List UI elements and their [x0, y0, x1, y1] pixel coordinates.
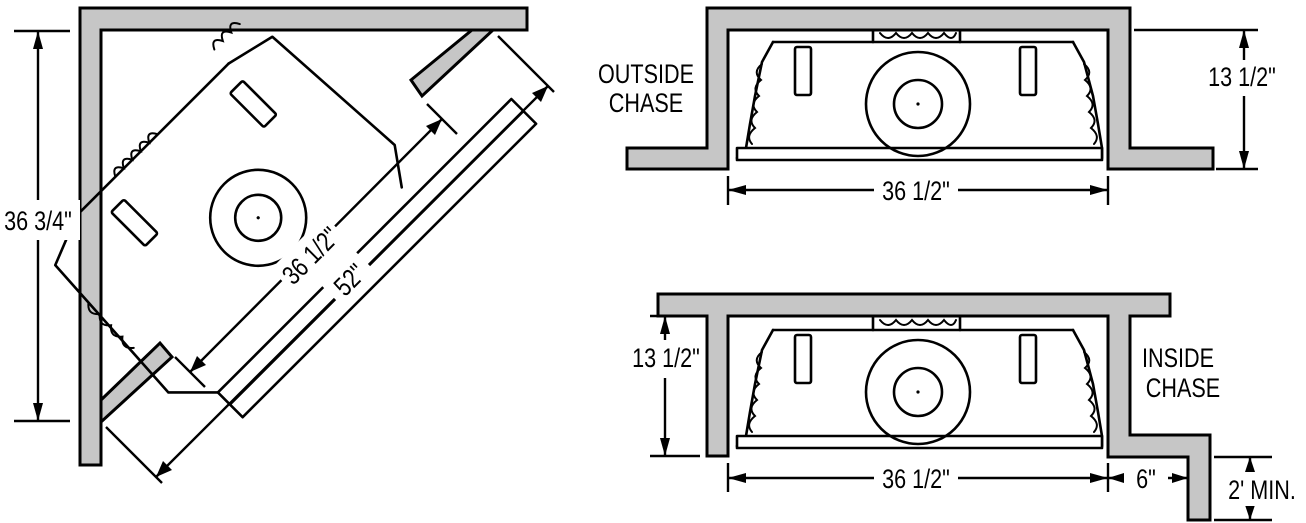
dim-outside-depth-text: 13 1/2": [1208, 63, 1276, 93]
inside-chase-label-1: INSIDE: [1142, 344, 1214, 374]
inside-chase-label-2-text: CHASE: [1146, 374, 1220, 404]
dim-inside-offset: 6": [1136, 465, 1156, 495]
corner-installation-view: 36 3/4" 36 1/2" 52": [0, 6, 555, 484]
dim-corner-height: 36 3/4": [4, 207, 72, 237]
dim-inside-depth-text: 13 1/2": [632, 344, 700, 374]
corner-wall-stub-top: [408, 28, 497, 99]
outside-fireplace-body: [735, 28, 1104, 162]
dim-inside-width: 36 1/2": [882, 465, 950, 495]
dim-inside-min-text: 2' MIN.: [1228, 476, 1296, 506]
inside-fireplace-body: [735, 314, 1104, 450]
dim-inside-depth: 13 1/2": [632, 344, 700, 374]
outside-chase-wall: [625, 6, 1215, 171]
outside-chase-label-2: CHASE: [609, 89, 683, 119]
dim-inside-width-text: 36 1/2": [882, 465, 950, 495]
outside-chase-label-2-text: CHASE: [609, 89, 683, 119]
dim-corner-height-text: 36 3/4": [4, 207, 72, 237]
dim-outside-width-text: 36 1/2": [882, 177, 950, 207]
inside-chase-label-2: CHASE: [1146, 374, 1220, 404]
outside-chase-label-1-text: OUTSIDE: [598, 60, 694, 90]
outside-chase-label-1: OUTSIDE: [598, 60, 694, 90]
dim-inside-offset-text: 6": [1136, 465, 1156, 495]
dim-inside-min: 2' MIN.: [1228, 476, 1296, 506]
inside-chase-label-1-text: INSIDE: [1142, 344, 1214, 374]
corner-fireplace-unit: [53, 21, 538, 419]
inside-chase-view: INSIDE CHASE 13 1/2" 36 1/2" 6": [628, 292, 1306, 522]
dim-outside-width: 36 1/2": [882, 177, 950, 207]
corner-chase-wall: [78, 6, 529, 467]
outside-chase-view: OUTSIDE CHASE 13 1/2" 36 1/2": [598, 6, 1276, 207]
dim-outside-depth: 13 1/2": [1208, 63, 1276, 93]
inside-chase-wall: [656, 292, 1212, 522]
